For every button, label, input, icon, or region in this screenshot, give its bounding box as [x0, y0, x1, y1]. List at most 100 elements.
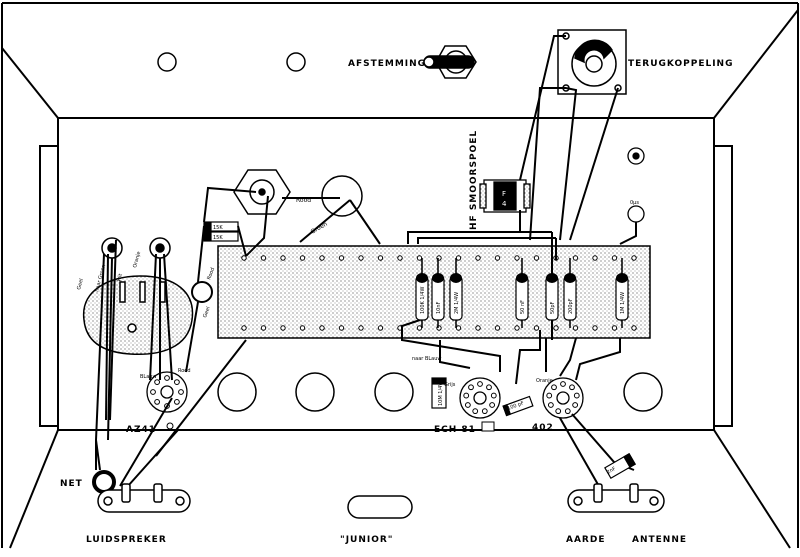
board-eyelet: [475, 255, 481, 261]
board-eyelet: [475, 325, 481, 331]
board-eyelet: [260, 325, 267, 331]
socket-pin: [464, 402, 471, 408]
socket-pin: [546, 392, 553, 399]
component-r100k: 100K 1/4W: [415, 258, 429, 328]
component-band: [516, 273, 528, 283]
component-r1m: 1M 1/4W: [615, 258, 629, 328]
aarde-antenne-strip: [567, 483, 665, 513]
afstemming-label: AFSTEMMING: [348, 59, 426, 69]
board-eyelet: [241, 325, 247, 331]
tube402-pins: [546, 381, 580, 415]
socket-pin: [477, 381, 483, 387]
c2nf: [604, 452, 636, 480]
socket-pin: [481, 408, 488, 415]
wire-groen-top: Groen: [310, 220, 329, 235]
hf-choke: [479, 179, 531, 213]
socket-pin: [547, 402, 554, 408]
socket-pin: [489, 402, 496, 408]
ech81-label: ECH 81: [434, 425, 476, 435]
wire-rood-az: Rood: [178, 368, 191, 374]
board-eyelet: [572, 325, 579, 331]
regeneration-pot: [557, 29, 627, 95]
board-eyelet: [572, 255, 579, 261]
aux-label: 0µs: [630, 200, 639, 206]
switch-terminal: [627, 147, 645, 223]
junior-label: "JUNIOR": [340, 535, 394, 545]
socket-pin: [178, 389, 184, 395]
socket-pin: [486, 384, 492, 391]
wire-grijs: Grijs: [444, 382, 456, 388]
board-eyelet: [514, 255, 520, 261]
component-c200pf: 200pF: [563, 258, 577, 328]
luidspreker-label: LUIDSPREKER: [86, 535, 167, 545]
board-eyelet: [377, 325, 384, 331]
component-label-r1m: 1M 1/4W: [620, 292, 626, 314]
board-eyelet: [338, 325, 345, 331]
net-grommet: [92, 470, 116, 494]
board-eyelet: [358, 325, 364, 331]
socket-pin: [154, 398, 161, 405]
r10m-label: 10M 1/4W: [438, 381, 444, 406]
c100pf-label: 100 pF: [507, 400, 525, 412]
wire-geel-mid: Geel: [202, 306, 212, 319]
ech81-pins: [463, 381, 497, 415]
c100pf: [502, 395, 534, 417]
socket-pin: [560, 381, 566, 387]
board-eyelet: [397, 255, 403, 261]
component-c10nf: 10nF: [431, 258, 445, 328]
socket-pin: [468, 384, 474, 391]
component-r2m: 2M 1/4W: [449, 258, 463, 328]
board-eyelet: [358, 255, 364, 261]
socket-pin: [463, 392, 470, 399]
board-eyelet: [377, 255, 384, 261]
terugkoppeling-label: TERUGKOPPELING: [628, 59, 733, 69]
component-band: [450, 273, 462, 283]
board-components: 100K 1/4W 10nF 2M 1/4W 50 nF 50pF 200pF 1M 1/4…: [415, 258, 629, 328]
board-eyelet: [299, 325, 306, 331]
component-c50nf: 50 nF: [515, 258, 529, 328]
board-eyelet: [319, 325, 325, 331]
component-label-c50nf: 50 nF: [520, 300, 526, 314]
socket-pin: [173, 398, 180, 405]
component-band: [564, 273, 576, 283]
grommet: [191, 281, 213, 303]
component-label-r100k: 100K 1/4W: [420, 287, 426, 314]
net-label: NET: [60, 479, 83, 489]
socket-pin: [173, 379, 180, 386]
board-eyelet: [338, 255, 345, 261]
wire-geel-left: Geel: [76, 278, 85, 291]
junior-slot: [347, 495, 413, 519]
socket-pin: [490, 392, 497, 399]
component-label-c10nf: 10nF: [436, 301, 442, 314]
choke-mark-2: 4: [502, 200, 507, 208]
board-eyelet: [533, 325, 540, 331]
board-eyelet: [494, 325, 501, 331]
socket-pin: [551, 384, 557, 391]
wire-rood-top: Rood: [296, 197, 311, 204]
board-eyelet: [631, 325, 637, 331]
az41-label: AZ41: [126, 425, 156, 435]
board-eyelet: [319, 255, 325, 261]
chassis-holes: [217, 372, 663, 412]
wire-naar-blauw: naar BLauw: [412, 356, 441, 362]
component-label-r2m: 2M 1/4W: [454, 292, 460, 314]
r15k-a: 15K: [213, 225, 223, 231]
board-eyelet: [592, 255, 598, 261]
choke-mark-1: F: [502, 190, 506, 198]
r10m: [431, 377, 447, 409]
tuning-control: [423, 45, 477, 79]
component-label-c50pf_a: 50pF: [550, 301, 556, 314]
wire-oranje-tr: Oranje: [536, 378, 553, 384]
tube402-label: 402: [532, 423, 554, 433]
board-eyelet: [611, 255, 618, 261]
board-eyelet: [553, 325, 559, 331]
c2nf-label: 2nF: [606, 466, 617, 476]
board-eyelet: [416, 325, 423, 331]
hf-smoorspoel-label: HF SMOORSPOEL: [469, 130, 479, 230]
socket-pin: [555, 408, 562, 415]
component-band: [416, 273, 428, 283]
board-eyelet: [592, 325, 598, 331]
component-band: [546, 273, 558, 283]
wire-blauw: BLauw: [140, 374, 157, 380]
